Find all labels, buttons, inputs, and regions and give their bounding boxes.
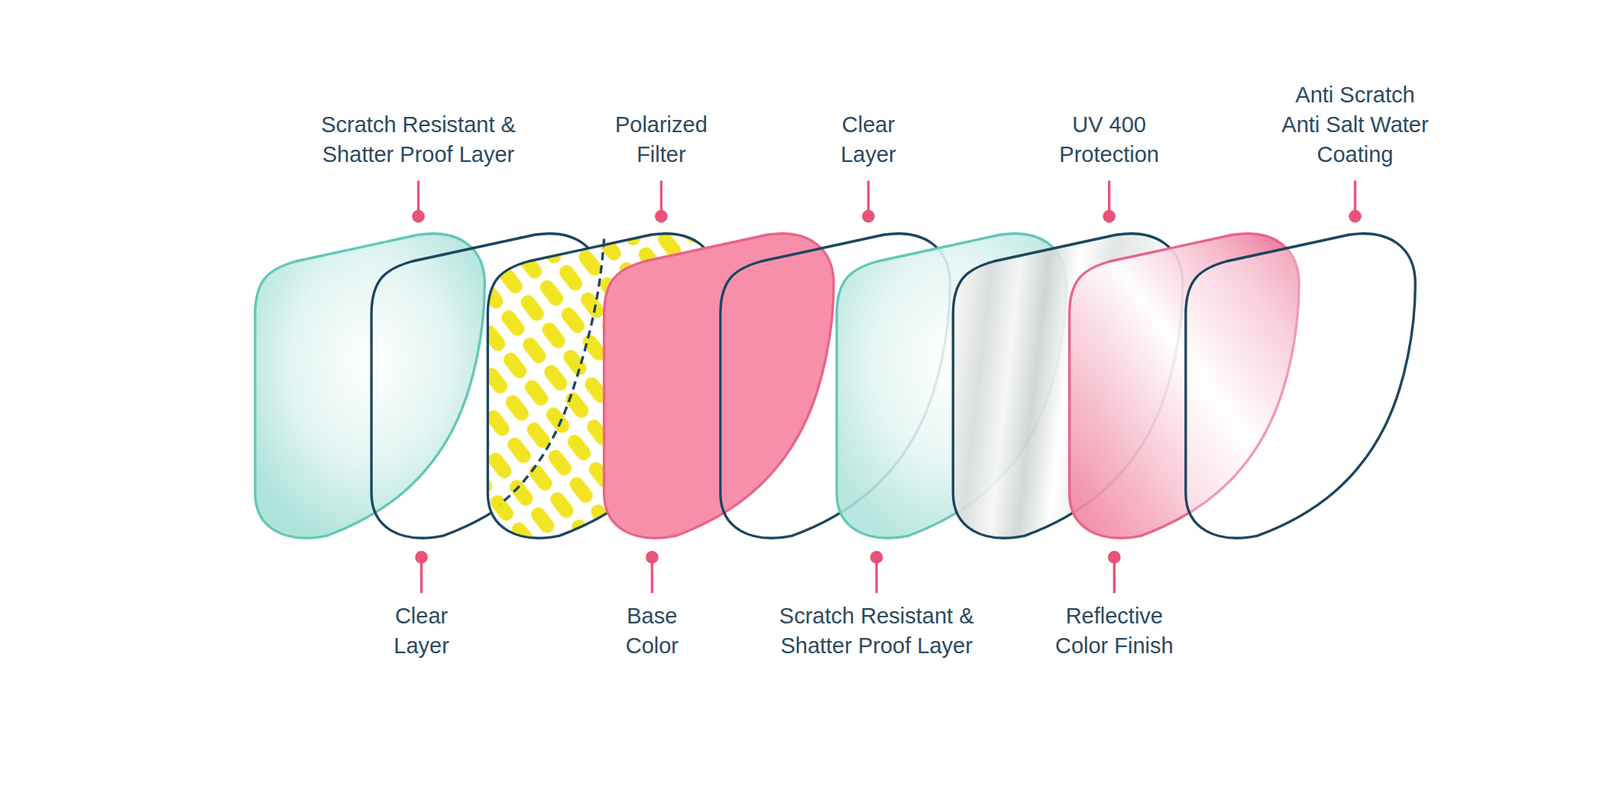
layer-label: Clear Layer — [383, 601, 460, 661]
layer-label: Scratch Resistant & Shatter Proof Layer — [765, 601, 988, 661]
layer-label: Anti Scratch Anti Salt Water Coating — [1276, 80, 1434, 170]
layer-label: Clear Layer — [829, 110, 907, 170]
layer-label: UV 400 Protection — [1048, 110, 1171, 170]
layer-label: Reflective Color Finish — [1047, 601, 1182, 661]
layer-label: Base Color — [613, 601, 690, 661]
layer-label: Polarized Filter — [603, 110, 719, 170]
layer-label: Scratch Resistant & Shatter Proof Layer — [307, 110, 530, 170]
